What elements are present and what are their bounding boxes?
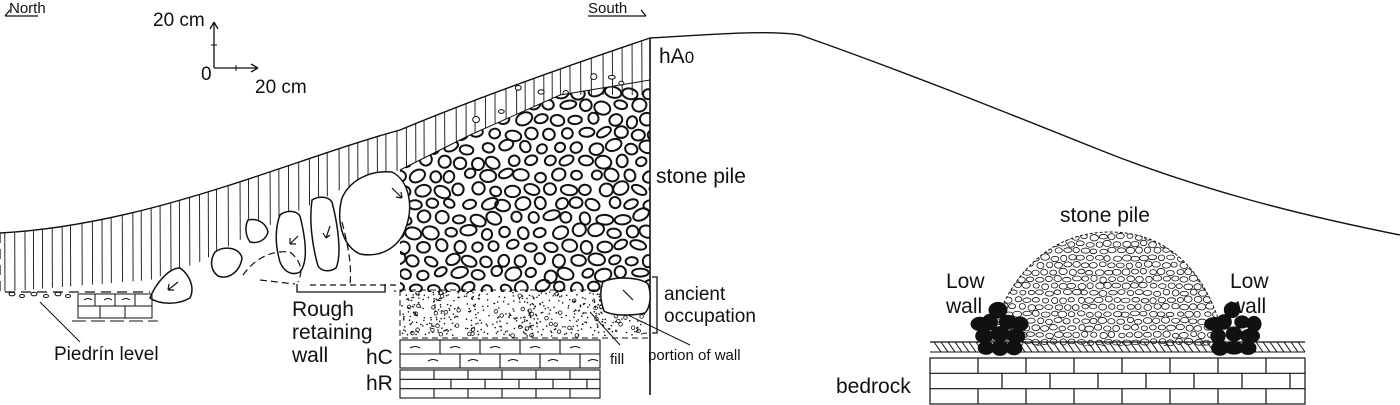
hR-label: hR [366, 372, 393, 395]
south-label: South [588, 0, 627, 17]
stone-pile-label: stone pile [656, 165, 746, 188]
scale-horizontal-label: 20 cm [255, 77, 307, 98]
schematic-low-wall-left [970, 301, 1029, 356]
portion-of-wall-label: portion of wall [648, 347, 741, 364]
scale-bar: 20 cm 0 20 cm [153, 10, 307, 98]
profile-labels: hA0 stone pile ancient occupation portio… [54, 45, 756, 395]
hC-layer [399, 339, 601, 369]
ancient-occupation-bracket [652, 276, 658, 334]
north-label: North [9, 0, 46, 17]
scale-vertical-label: 20 cm [153, 10, 205, 31]
piedrin-level-leader [39, 301, 81, 343]
piedrin-level-pebbles [8, 291, 71, 298]
schematic-low-wall-right-label-line1: Low [1230, 270, 1269, 293]
schematic-low-wall-left-label-line2: wall [945, 295, 982, 318]
schematic-low-wall-left-label-line1: Low [946, 270, 985, 293]
hC-label: hC [366, 346, 393, 369]
piedrin-level-label: Piedrín level [54, 344, 159, 365]
piedrin-level-bricks [72, 293, 158, 322]
ancient-occupation-label-line2: occupation [664, 306, 756, 327]
retaining-wall-dashed-base [310, 284, 396, 292]
ancient-occupation-label-line1: ancient [664, 284, 726, 305]
north-arrow-icon [4, 9, 38, 17]
south-arrow-icon [588, 9, 647, 17]
schematic-stone-pile-label: stone pile [1060, 204, 1150, 227]
retaining-wall-label-line2: retaining [292, 321, 373, 344]
ground-surface-line [0, 31, 1400, 236]
schematic-bedrock [929, 357, 1306, 405]
north-indicator: North [4, 0, 46, 17]
schematic-low-wall-right-label-line2: wall [1229, 295, 1266, 318]
retaining-wall-stones [149, 171, 411, 304]
portion-of-wall-arrow [622, 289, 634, 301]
stone-pile-boundary [399, 79, 651, 171]
schematic-section: stone pile Low wall Low wall bedrock [836, 204, 1306, 405]
fill-label: fill [610, 351, 624, 368]
schematic-low-wall-right [1204, 301, 1262, 356]
portion-of-wall-leader [627, 314, 691, 346]
retaining-wall-label-line1: Rough [292, 298, 354, 321]
stone-pile-stones [400, 82, 650, 292]
retaining-wall-label-line3: wall [291, 344, 328, 367]
retaining-wall-bracket [296, 284, 386, 293]
scale-origin-label: 0 [201, 64, 212, 85]
hA0-label: hA0 [659, 45, 694, 68]
fill-leader [589, 311, 621, 346]
portion-of-wall-stone [600, 277, 651, 316]
profile-left-edge [0, 233, 150, 293]
retaining-wall-dashed-outline [242, 221, 352, 286]
schematic-bedrock-label: bedrock [836, 375, 911, 398]
hR-layer [399, 369, 601, 399]
retaining-wall-arrows [167, 187, 403, 291]
south-indicator: South [588, 0, 647, 17]
fill-layer [399, 289, 651, 339]
